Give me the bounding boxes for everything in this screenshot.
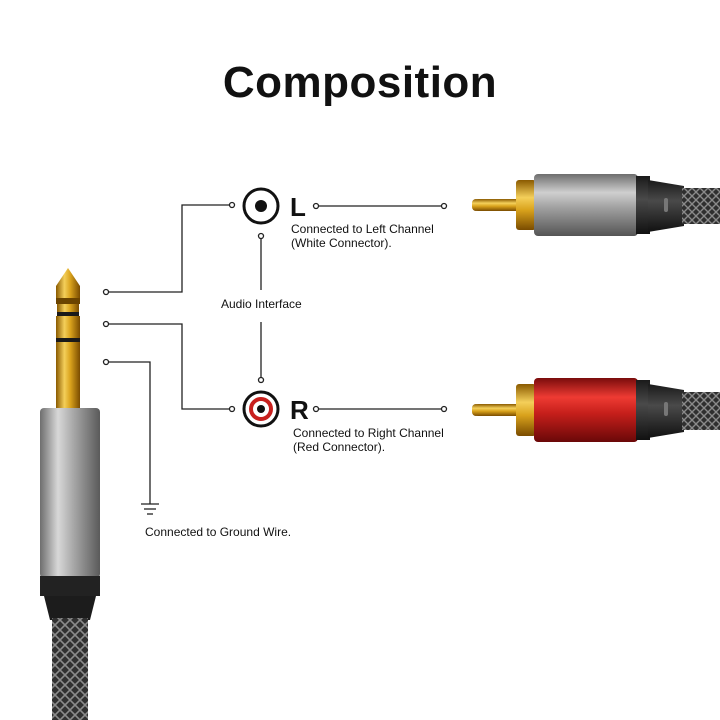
terminal-right-up (257, 376, 265, 384)
jack-tip-neck (56, 298, 80, 304)
terminal-right-rca (440, 405, 448, 413)
terminal-sleeve (102, 358, 110, 366)
rca-left-pin (476, 199, 520, 211)
wiring-lines (106, 204, 444, 494)
right-channel-desc-1: Connected to Right Channel (293, 426, 444, 440)
line-ring-to-right (106, 323, 232, 410)
rca-right-pin (476, 404, 520, 416)
jack-insulator-1 (57, 312, 79, 316)
terminal-dots (102, 201, 448, 413)
jack-insulator-2 (56, 338, 80, 342)
ground-label: Connected to Ground Wire. (145, 525, 292, 539)
rca-right-body (534, 378, 638, 442)
rca-plug-left-white (472, 174, 720, 236)
jack-shell-band (40, 576, 100, 596)
terminal-left-rca (440, 202, 448, 210)
jack-ring (56, 316, 80, 338)
left-channel-desc-1: Connected to Left Channel (291, 222, 434, 236)
jack-braided-cable (52, 618, 88, 720)
left-channel-letter: L (290, 192, 306, 222)
rca-right-collar (516, 384, 536, 436)
ground-symbol-icon (141, 494, 159, 515)
right-channel-desc-2: (Red Connector). (293, 440, 386, 454)
jack-shell (40, 408, 100, 578)
terminal-right-in (228, 405, 236, 413)
terminal-left-in (228, 201, 236, 209)
trs-jack-plug (40, 268, 100, 720)
right-channel-symbol-icon (242, 390, 280, 428)
rca-left-braided-cable (682, 188, 720, 224)
page-title: Composition (222, 58, 498, 107)
rca-plug-right-red (472, 378, 720, 442)
line-tip-to-left (106, 204, 232, 293)
jack-tip-ring (57, 304, 79, 312)
left-channel-desc-2: (White Connector). (291, 236, 392, 250)
rca-right-braided-cable (682, 392, 720, 430)
left-channel-symbol-icon (242, 187, 280, 225)
rca-left-body (534, 174, 638, 236)
jack-sleeve (56, 342, 80, 408)
right-channel-letter: R (290, 395, 309, 425)
rca-left-collar (516, 180, 536, 230)
terminal-ring (102, 320, 110, 328)
terminal-right-out (312, 405, 320, 413)
audio-interface-label: Audio Interface (221, 297, 302, 311)
terminal-tip (102, 288, 110, 296)
jack-tip (56, 268, 80, 300)
terminal-left-down (257, 232, 265, 240)
terminal-left-out (312, 202, 320, 210)
line-sleeve-to-ground (106, 361, 151, 494)
jack-strain-relief (44, 596, 96, 620)
